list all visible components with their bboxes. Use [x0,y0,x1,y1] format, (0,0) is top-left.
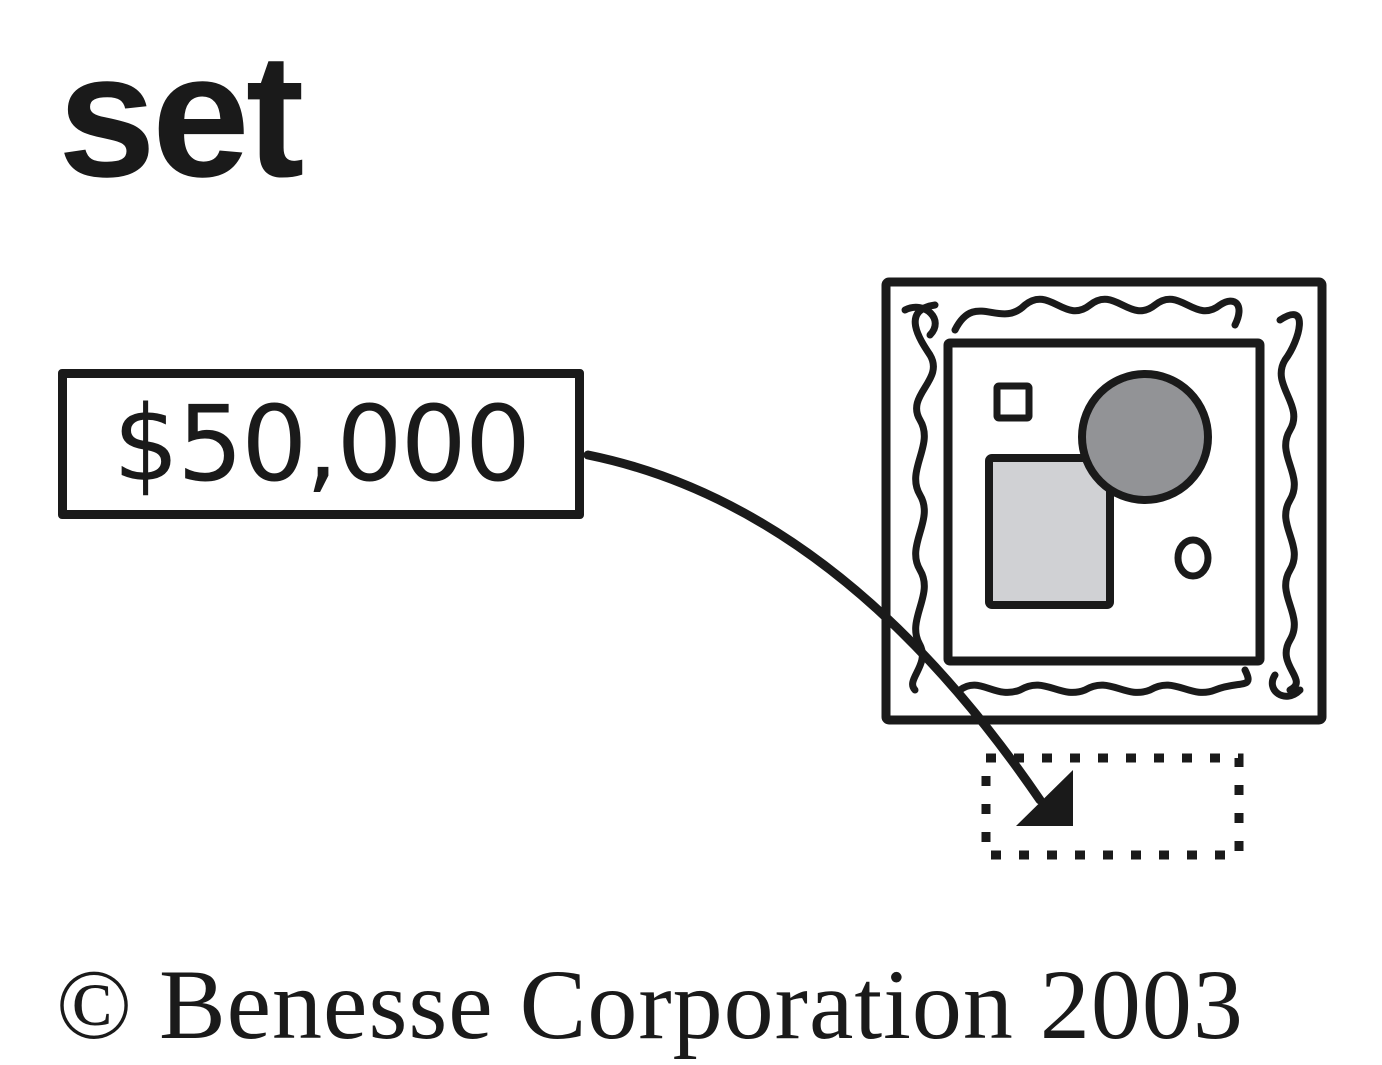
stamp-wavy-border-bottom [956,666,1252,696]
stamp-corner-curl-tl [901,303,939,339]
arrow-shaft [583,450,1045,805]
light-square-shape [985,454,1114,609]
stamp-icon [881,277,1327,725]
curved-arrow [583,450,1073,826]
stamp-inner-frame [943,338,1265,666]
dark-circle-shape [1078,370,1212,504]
stamp-wavy-border-top [951,295,1243,334]
stamp-wavy-border-right [1276,311,1303,694]
word-title: set [58,18,304,214]
small-square-shape [993,382,1033,422]
price-label: $50,000 [112,383,531,505]
stamp-wavy-border-left [909,301,939,694]
small-oval-shape [1174,536,1212,580]
arrow-head [1016,770,1073,826]
stamp-corner-curl-br [1268,671,1304,700]
copyright-notice: © Benesse Corporation 2003 [56,949,1244,1060]
price-tag: $50,000 [58,369,584,519]
dotted-placement-box [981,753,1244,860]
stamp-outer-frame [881,277,1327,725]
